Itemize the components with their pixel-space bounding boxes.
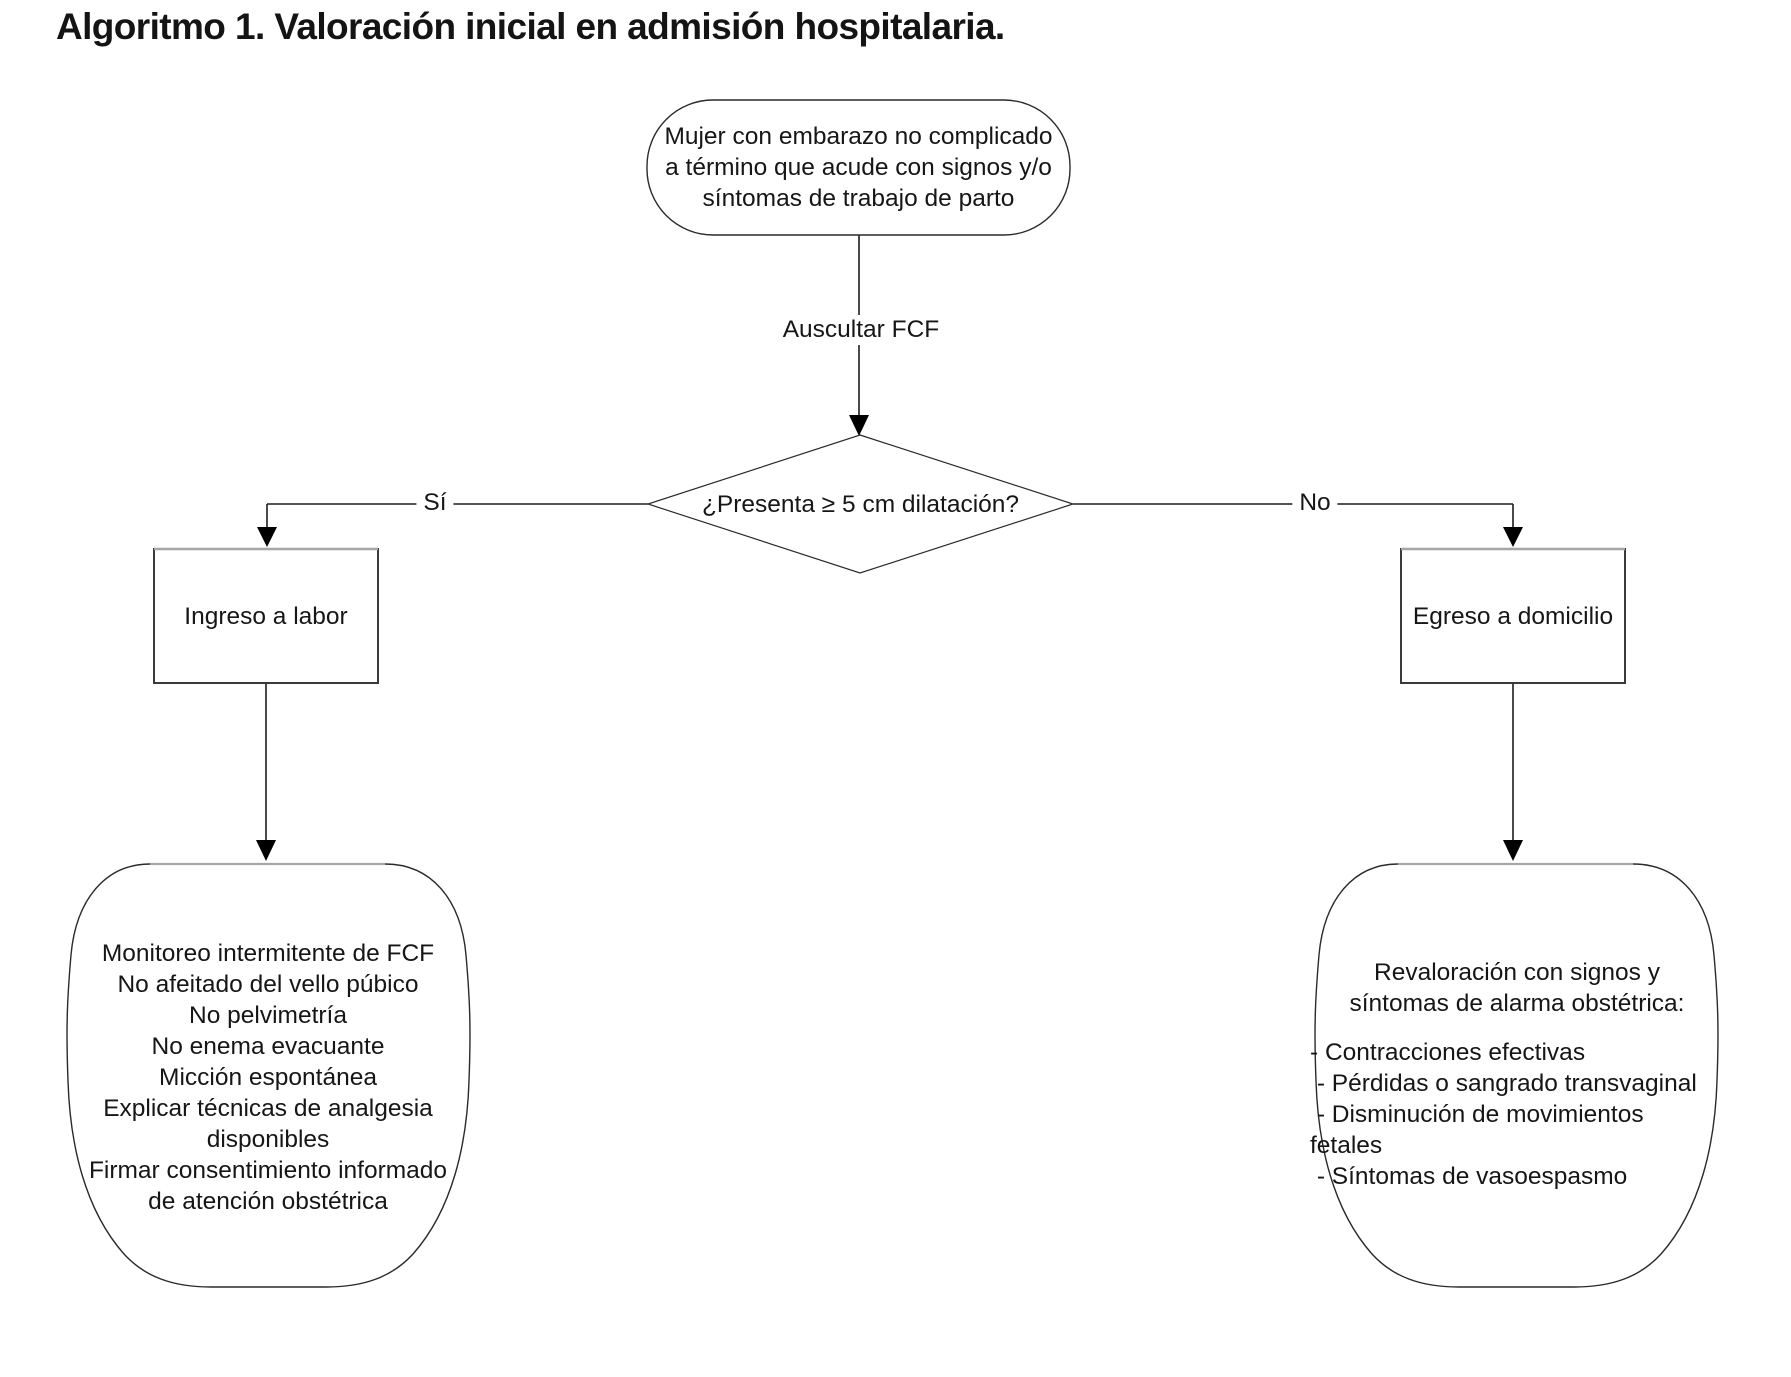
no-outcome-list: - Contracciones efectivas - Pérdidas o s… <box>1310 1037 1722 1192</box>
no-outcome-shape <box>1314 862 1719 1288</box>
yes-box-shape <box>153 548 379 684</box>
yes-outcome-item: No pelvimetría <box>189 1002 347 1029</box>
no-outcome-item: - Contracciones efectivas <box>1310 1039 1586 1066</box>
decision-diamond-text: ¿Presenta ≥ 5 cm dilatación? <box>701 490 1020 518</box>
no-box-text: Egreso a domicilio <box>1412 602 1614 630</box>
arrowhead-into-decision <box>849 415 869 436</box>
yes-outcome-shape <box>66 862 471 1288</box>
no-outcome-item: - Pérdidas o sangrado transvaginal <box>1310 1070 1697 1097</box>
yes-outcome-item: No afeitado del vello púbico <box>117 971 419 998</box>
edge-label-auscultar-fcf: Auscultar FCF <box>775 315 947 345</box>
edge-label-no: No <box>1292 488 1338 518</box>
yes-box-text: Ingreso a labor <box>184 602 348 630</box>
page-title: Algoritmo 1. Valoración inicial en admis… <box>56 6 1005 47</box>
start-terminator-text: Mujer con embarazo no complicado a térmi… <box>664 123 1053 212</box>
arrowhead-into-yes-outcome <box>256 840 276 861</box>
no-outcome-item: - Síntomas de vasoespasmo <box>1310 1163 1628 1190</box>
start-terminator-shape <box>646 99 1071 236</box>
yes-outcome-item: Firmar consentimiento informado de atenc… <box>88 1157 448 1215</box>
yes-outcome-item: Explicar técnicas de analgesia disponibl… <box>103 1095 433 1153</box>
arrowhead-into-yes-box <box>257 527 277 547</box>
yes-outcome-list: Monitoreo intermitente de FCF No afeitad… <box>75 938 461 1217</box>
no-outcome-heading: Revaloración con signos y síntomas de al… <box>1349 959 1685 1017</box>
yes-outcome-item: Micción espontánea <box>159 1064 377 1091</box>
yes-outcome-item: Monitoreo intermitente de FCF <box>101 940 435 967</box>
no-outcome-item: - Disminución de movimientos fetales <box>1310 1101 1651 1159</box>
arrowhead-into-no-outcome <box>1503 840 1523 861</box>
edge-label-yes: Sí <box>416 488 454 518</box>
arrowhead-into-no-box <box>1503 527 1523 547</box>
decision-diamond-shape <box>646 434 1075 574</box>
yes-outcome-item: No enema evacuante <box>151 1033 385 1060</box>
